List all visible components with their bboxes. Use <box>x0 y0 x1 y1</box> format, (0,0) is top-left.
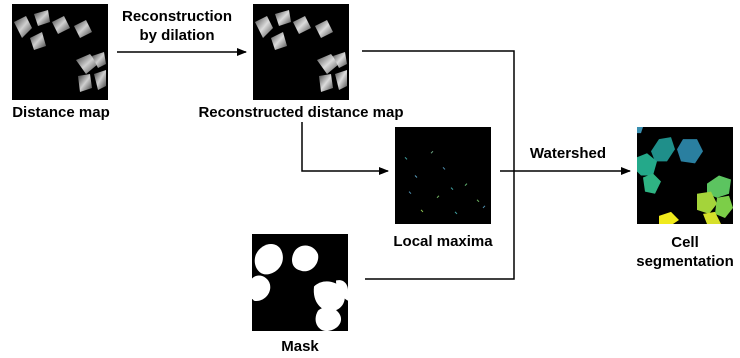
mask-image <box>252 234 348 331</box>
reconstructed-distance-map-image <box>253 4 349 100</box>
reconstructed-distance-map-label: Reconstructed distance map <box>198 104 404 121</box>
mask-label: Mask <box>281 338 319 355</box>
local-maxima-label: Local maxima <box>393 233 493 250</box>
distance-map-label: Distance map <box>12 104 110 121</box>
distance-map-image <box>12 4 108 100</box>
arrow-to-local-maxima <box>301 122 389 175</box>
cell-segmentation-image <box>637 127 733 224</box>
local-maxima-image <box>395 127 491 224</box>
line-reconstructed-to-watershed <box>362 50 515 171</box>
reconstruction-label-line2: by dilation <box>139 27 215 44</box>
cell-label-line2: segmentation <box>636 253 734 270</box>
watershed-label: Watershed <box>529 145 607 162</box>
cell-label-line1: Cell <box>671 234 699 251</box>
line-mask-to-watershed <box>365 171 515 280</box>
reconstruction-label-line1: Reconstruction <box>121 8 232 25</box>
